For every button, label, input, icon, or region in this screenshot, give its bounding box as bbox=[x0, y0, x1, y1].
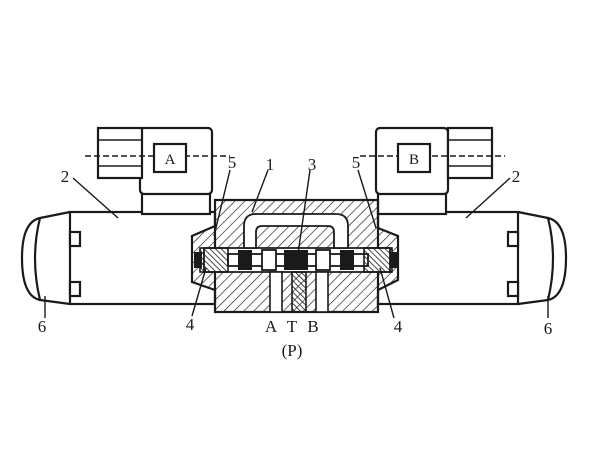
spool bbox=[227, 249, 369, 271]
leader-lines bbox=[44, 169, 549, 319]
callout-3: 3 bbox=[308, 155, 317, 174]
port-label-b: B bbox=[307, 317, 318, 336]
callout-5-left: 5 bbox=[228, 153, 237, 172]
callout-6-left: 6 bbox=[38, 317, 47, 336]
left-spring bbox=[194, 247, 229, 273]
callout-2-right: 2 bbox=[512, 167, 521, 186]
port-label-a: A bbox=[265, 317, 278, 336]
port-label-t: T bbox=[287, 317, 298, 336]
callout-4-left: 4 bbox=[186, 315, 195, 334]
right-coil-connector bbox=[360, 126, 505, 216]
callout-6-right: 6 bbox=[544, 319, 553, 338]
coil-label-a: A bbox=[165, 152, 176, 168]
right-spring bbox=[363, 247, 398, 273]
left-solenoid-housing bbox=[20, 210, 217, 306]
callout-4-right: 4 bbox=[394, 317, 403, 336]
right-solenoid-housing bbox=[376, 210, 568, 306]
callout-5-right: 5 bbox=[352, 153, 361, 172]
port-label-p: (P) bbox=[282, 341, 303, 360]
callout-2-left: 2 bbox=[61, 167, 70, 186]
coil-label-b: B bbox=[409, 152, 419, 168]
left-coil-connector bbox=[85, 126, 230, 216]
callout-1: 1 bbox=[266, 155, 275, 174]
